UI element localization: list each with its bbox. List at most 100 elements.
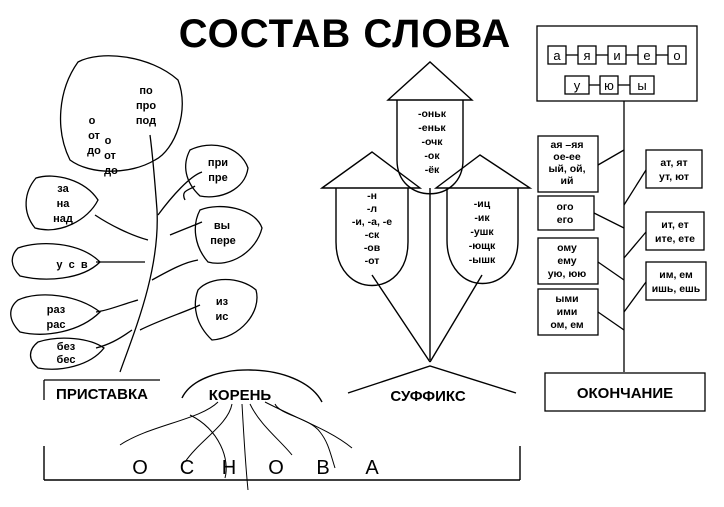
suffix-stem — [429, 274, 483, 363]
ending-group-box — [537, 135, 599, 193]
leaf-text: при — [208, 157, 228, 169]
suffix-item: -иц — [474, 198, 491, 210]
tree-branch — [139, 304, 201, 331]
leaf-text: под — [136, 115, 156, 127]
ending-item: ут, ют — [659, 171, 689, 183]
suffix-item: -ов — [364, 242, 381, 254]
prefix-tree — [10, 55, 263, 373]
tree-branch — [151, 259, 199, 281]
ending-letter: я — [583, 48, 590, 63]
suffix-item: -очк — [422, 136, 444, 148]
leaf-text: до — [104, 165, 118, 177]
ending-group-box — [645, 149, 703, 189]
ending-label: ОКОНЧАНИЕ — [577, 385, 673, 402]
leaf-text: пре — [208, 172, 227, 184]
ending-item: ую, юю — [548, 268, 587, 280]
root-group: КОРЕНЬ — [119, 369, 353, 491]
ending-item: ат, ят — [660, 157, 687, 169]
ending-group-box — [645, 211, 705, 251]
suffix-item: -ок — [424, 150, 440, 162]
base-letter: О — [132, 457, 148, 479]
ending-group-box — [537, 237, 599, 285]
prefix-leaf — [11, 243, 101, 280]
prefix-leaf — [25, 175, 99, 231]
suffix-item: -оньк — [418, 108, 447, 120]
ending-label-box — [544, 372, 706, 412]
suffix-item: -ушк — [470, 226, 494, 238]
ending-item: ите, ете — [655, 233, 695, 245]
prefix-leaf — [10, 294, 101, 335]
leaf-text: до — [87, 145, 101, 157]
tree-branch — [95, 299, 139, 313]
prefix-leaf — [194, 206, 263, 264]
ending-item: ими — [557, 306, 578, 318]
suffix-stem — [371, 274, 431, 363]
base-letter: А — [365, 457, 379, 479]
suffix-item: -и, -а, -е — [352, 216, 392, 228]
ending-letter: е — [643, 48, 650, 63]
ending-letter: а — [553, 48, 561, 63]
tree-branch — [169, 221, 203, 236]
diagram-title: СОСТАВ СЛОВА — [179, 12, 512, 56]
leaf-text: за — [57, 183, 69, 195]
prefix-label-group: ПРИСТАВКА — [43, 379, 160, 403]
leaf-text: над — [53, 213, 73, 225]
leaf-text: вы — [214, 220, 230, 232]
tree-branch — [95, 329, 133, 349]
house-body — [446, 188, 519, 285]
leaf-text: от — [88, 130, 100, 142]
ending-item: ое-ее — [553, 151, 581, 163]
prefix-leaf-texts: по про под о от до о от до за на над у с… — [47, 85, 236, 366]
ending-item: ему — [557, 255, 576, 267]
leaf-text: ис — [216, 311, 229, 323]
suffix-roof — [347, 365, 517, 394]
ending-item: ом, ем — [550, 319, 584, 331]
ending-letter: и — [613, 48, 620, 63]
tree-branch — [157, 171, 203, 216]
root-lines — [119, 401, 353, 491]
ending-texts: а я и е о у ю ы ая –яя ое-ее ый, ой, ий … — [548, 48, 701, 402]
leaf-text: рас — [47, 319, 66, 331]
ending-item: ого — [556, 201, 573, 213]
ending-item: ий — [561, 175, 574, 187]
suffix-item: -ющк — [469, 240, 496, 252]
house-roof — [319, 151, 423, 189]
ending-outer-box — [536, 25, 698, 102]
suffix-label: СУФФИКС — [390, 388, 466, 405]
ending-item: ит, ет — [661, 219, 689, 231]
leaf-text: о — [89, 115, 96, 127]
leaf-text: по — [139, 85, 153, 97]
root-arc — [181, 369, 323, 403]
suffix-texts: -оньк -еньк -очк -ок -ёк -н -л -и, -а, -… — [352, 108, 496, 405]
tree-trunk — [119, 134, 158, 373]
tree-branch — [94, 214, 149, 241]
ending-letter: у — [574, 78, 581, 93]
base-letter: О — [268, 457, 284, 479]
leaf-text: из — [216, 296, 229, 308]
suffix-item: -еньк — [418, 122, 446, 134]
ending-item: ая –яя — [551, 139, 584, 151]
ending-letter: ы — [637, 78, 646, 93]
leaf-text: от — [104, 150, 116, 162]
prefix-leaf — [185, 144, 249, 198]
house-roof — [386, 61, 474, 101]
ending-group-box — [645, 261, 707, 301]
suffix-item: -от — [365, 255, 380, 267]
tree-branch — [183, 185, 196, 201]
prefix-label: ПРИСТАВКА — [56, 386, 148, 403]
ending-letter: о — [673, 48, 680, 63]
ending-item: ишь, ешь — [652, 283, 701, 295]
prefix-leaf — [194, 278, 258, 341]
ending-panel — [536, 25, 707, 412]
house-body — [335, 188, 409, 287]
suffix-item: -ск — [365, 229, 380, 241]
base-letter: В — [316, 457, 329, 479]
suffix-item: -н — [367, 190, 377, 202]
leaf-text: бес — [57, 354, 76, 366]
ending-item: его — [557, 214, 574, 226]
leaf-text: про — [136, 100, 156, 112]
suffix-houses — [319, 61, 533, 394]
prefix-leaf — [29, 337, 105, 370]
ending-item: ому — [557, 242, 577, 254]
suffix-item: -л — [367, 203, 377, 215]
